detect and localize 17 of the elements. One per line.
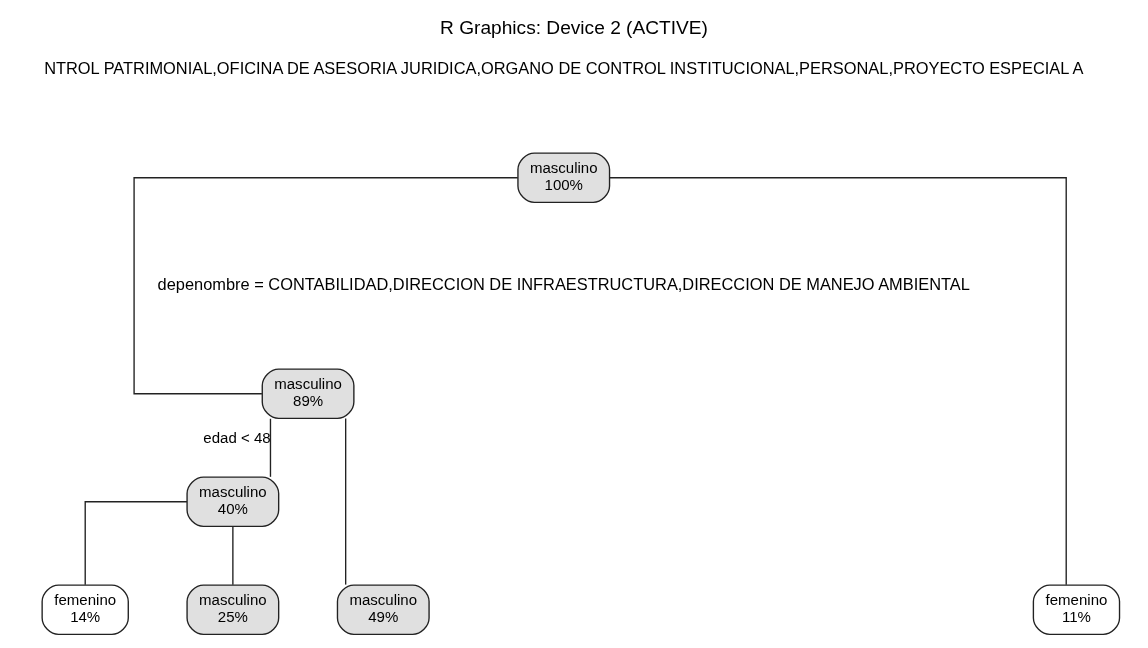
node-box: masculino 25% <box>186 584 280 636</box>
label: depenombre = CONTABILIDAD,DIRECCION DE INFRAESTRUCTURA,DIRECCION DE MANEJO AMBIENTAL <box>157 274 970 293</box>
diagram-title: R Graphics: Device 2 (ACTIVE) <box>440 17 708 39</box>
connector <box>133 177 519 395</box>
node-box: masculino 49% <box>336 584 430 636</box>
label: NTROL PATRIMONIAL,OFICINA DE ASESORIA JURIDICA,ORGANO DE CONTROL INSTITUCIONAL,PERSONAL,PROYECTO ESPECIAL A <box>44 58 1084 77</box>
node-box: femenino 11% <box>1032 584 1121 636</box>
node-box: masculino 89% <box>261 368 355 420</box>
node-box: masculino 100% <box>517 152 611 203</box>
connector <box>609 177 1067 586</box>
connector <box>232 526 234 586</box>
edge-label: edad < 48 <box>203 429 271 447</box>
node-box: masculino 40% <box>186 476 280 528</box>
node-box: femenino 14% <box>41 584 129 636</box>
connector <box>269 418 272 478</box>
connector <box>345 417 347 586</box>
connector <box>84 501 188 586</box>
